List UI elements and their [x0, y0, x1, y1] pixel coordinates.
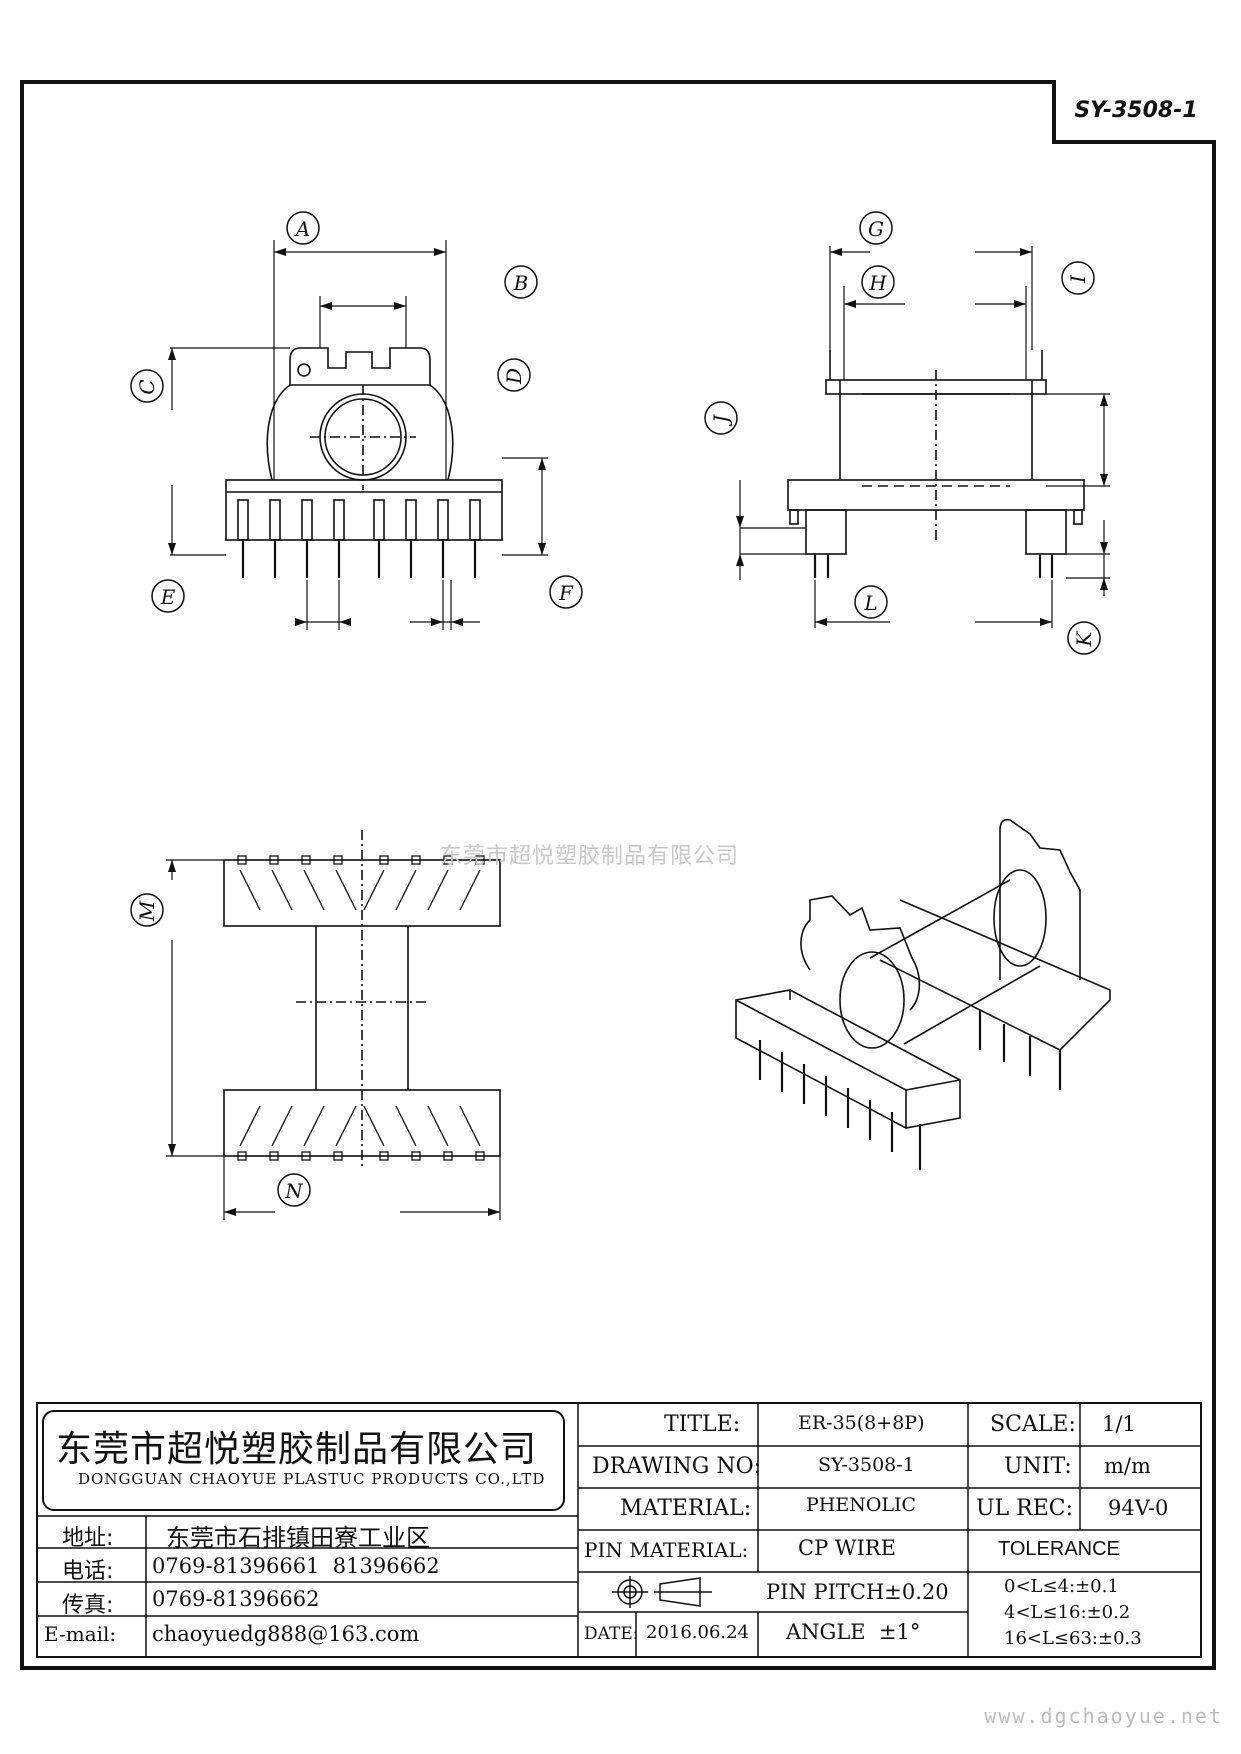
tolerance-label: TOLERANCE: [998, 1538, 1120, 1560]
tolerance-row: 16<L≤63:±0.3: [1004, 1628, 1142, 1649]
fax-value: 0769-81396662: [152, 1587, 320, 1611]
drawing-frame: [20, 80, 1216, 1670]
fax-label: 传真:: [62, 1593, 114, 1618]
dim-label-b: B: [513, 271, 529, 295]
scale-value: 1/1: [1102, 1412, 1136, 1436]
dim-label-a: A: [294, 217, 310, 241]
dim-label-l: L: [863, 591, 877, 615]
drawing-no-label: DRAWING NO:: [592, 1454, 762, 1479]
address-value: 东莞市石排镇田寮工业区: [166, 1524, 430, 1552]
front-view: [170, 240, 548, 630]
title-label: TITLE:: [664, 1412, 741, 1437]
dim-label-c: C: [135, 379, 159, 394]
ul-value: 94V-0: [1108, 1496, 1169, 1520]
dim-label-k: K: [1072, 630, 1096, 647]
watermark: 东莞市超悦塑胶制品有限公司: [440, 844, 740, 869]
date-value: 2016.06.24: [646, 1622, 750, 1643]
projection-symbol-icon: [612, 1576, 712, 1608]
drawing-code: SY-3508-1: [1052, 80, 1216, 144]
scale-label: SCALE:: [990, 1412, 1076, 1437]
drawing-no-value: SY-3508-1: [818, 1454, 915, 1476]
dim-label-g: G: [868, 217, 884, 241]
isometric-view: [735, 818, 1111, 1170]
phone-value: 0769-81396661 81396662: [152, 1554, 440, 1578]
dim-label-j: J: [709, 414, 733, 427]
phone-label: 电话:: [62, 1559, 114, 1584]
email-label: E-mail:: [44, 1622, 117, 1646]
dim-label-d: D: [502, 368, 526, 385]
website-url: www.dgchaoyue.net: [984, 1704, 1223, 1728]
date-label: DATE:: [584, 1624, 639, 1644]
tolerance-row: 0<L≤4:±0.1: [1004, 1576, 1119, 1597]
address-label: 地址:: [62, 1526, 114, 1551]
unit-value: m/m: [1104, 1454, 1151, 1478]
company-name-en: DONGGUAN CHAOYUE PLASTUC PRODUCTS CO.,LT…: [78, 1470, 546, 1488]
company-name-cn: 东莞市超悦塑胶制品有限公司: [56, 1429, 538, 1470]
ul-label: UL REC:: [976, 1496, 1074, 1521]
dim-label-f: F: [558, 581, 574, 605]
material-label: MATERIAL:: [620, 1496, 752, 1521]
tolerance-row: 4<L≤16:±0.2: [1004, 1602, 1131, 1623]
email-value: chaoyuedg888@163.com: [152, 1622, 420, 1646]
pin-material-label: PIN MATERIAL:: [584, 1538, 749, 1562]
bottom-view: [166, 830, 501, 1220]
unit-label: UNIT:: [1004, 1454, 1072, 1479]
angle-tolerance: ANGLE ±1°: [786, 1620, 921, 1644]
title-value: ER-35(8+8P): [798, 1412, 925, 1434]
dim-label-h: H: [868, 271, 887, 295]
title-block: [36, 1402, 1202, 1658]
material-value: PHENOLIC: [806, 1494, 917, 1516]
pin-pitch: PIN PITCH±0.20: [766, 1580, 949, 1604]
pin-material-value: CP WIRE: [798, 1536, 896, 1560]
dim-label-m: M: [135, 900, 159, 922]
dim-label-i: I: [1066, 274, 1090, 284]
side-view: [739, 246, 1110, 628]
dim-label-e: E: [160, 585, 176, 609]
company-box: [42, 1410, 565, 1511]
dim-label-n: N: [284, 1179, 304, 1203]
